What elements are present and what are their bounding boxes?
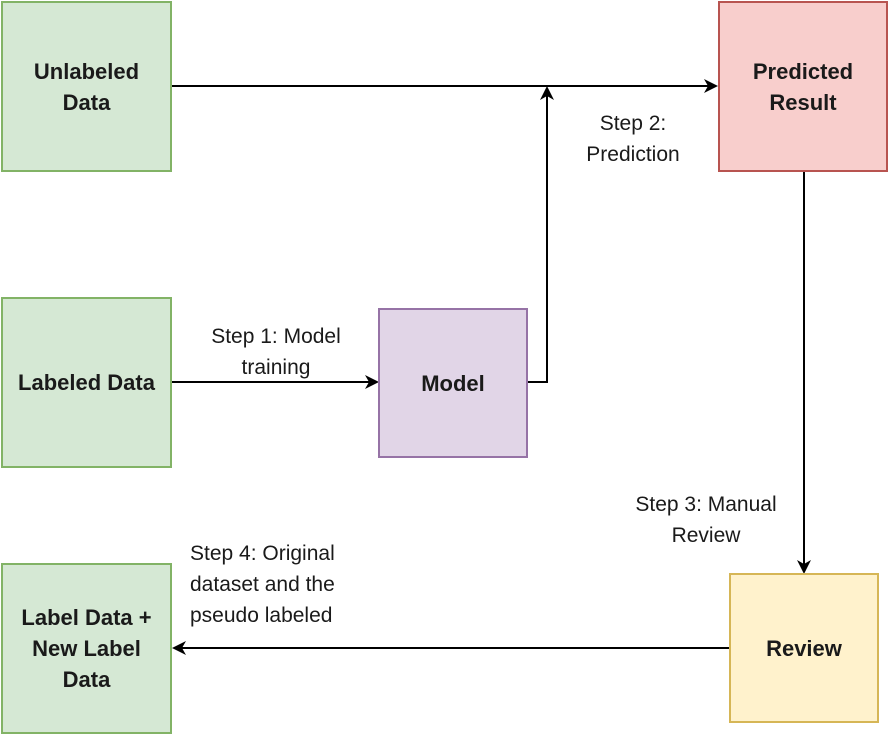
node-model: Model [378,308,528,458]
step4-label: Step 4: Original dataset and the pseudo … [190,542,335,627]
step3-label: Step 3: Manual Review [635,493,777,547]
node-predicted-result-label: Predicted Result [752,58,854,115]
node-combined-data-label: Label Data + New Label Data [21,605,152,692]
step2-label: Step 2: Prediction [586,112,680,166]
node-model-label: Model [421,370,485,396]
step1-label: Step 1: Model training [211,325,341,379]
node-combined-data: Label Data + New Label Data [1,563,172,734]
node-labeled-data-label: Labeled Data [18,370,155,395]
node-review-label: Review [766,635,842,661]
node-labeled-data: Labeled Data [1,297,172,468]
node-predicted-result: Predicted Result [718,1,888,172]
node-unlabeled-data: Unlabeled Data [1,1,172,172]
edge-model-to-prediction [528,86,554,383]
node-unlabeled-data-label: Unlabeled Data [33,58,140,115]
node-review: Review [729,573,879,723]
